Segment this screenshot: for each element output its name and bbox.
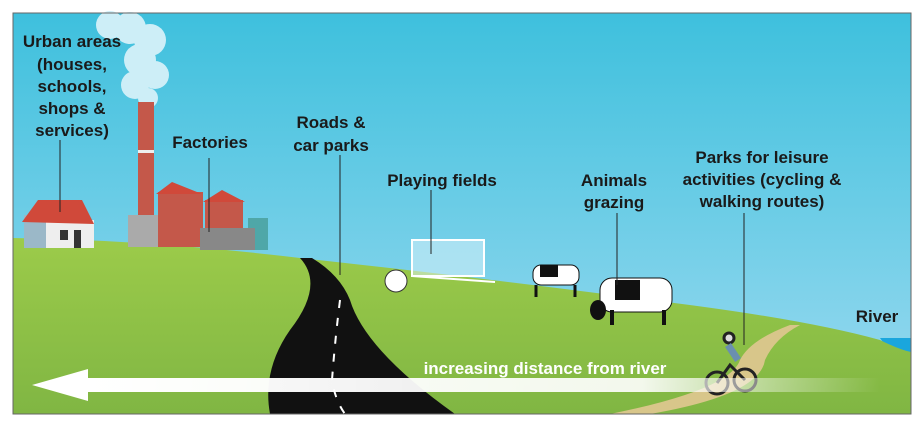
svg-text:(houses,: (houses, bbox=[37, 55, 107, 74]
road bbox=[268, 258, 455, 414]
label-playing-fields: Playing fields bbox=[387, 171, 497, 190]
label-urban-areas: Urban areas (houses, schools, shops & se… bbox=[23, 32, 121, 140]
frame bbox=[12, 12, 912, 415]
distance-arrow-shaft bbox=[88, 378, 880, 392]
road-markings bbox=[330, 299, 346, 415]
svg-text:schools,: schools, bbox=[38, 77, 107, 96]
label-roads: Roads & car parks bbox=[293, 113, 369, 155]
distance-arrow-head bbox=[32, 369, 88, 401]
cycle-path bbox=[610, 325, 800, 414]
svg-text:walking routes): walking routes) bbox=[699, 192, 825, 211]
svg-text:activities (cycling &: activities (cycling & bbox=[683, 170, 842, 189]
label-animals-grazing: Animals grazing bbox=[581, 171, 647, 212]
svg-text:Urban areas: Urban areas bbox=[23, 32, 121, 51]
house bbox=[22, 200, 94, 248]
svg-text:Roads &: Roads & bbox=[297, 113, 366, 132]
smoke bbox=[96, 11, 169, 108]
svg-text:services): services) bbox=[35, 121, 109, 140]
arrow-label: increasing distance from river bbox=[424, 359, 667, 378]
cow-large bbox=[590, 277, 673, 325]
cow-small bbox=[532, 264, 580, 297]
svg-text:Parks for leisure: Parks for leisure bbox=[695, 148, 828, 167]
football bbox=[384, 269, 408, 293]
svg-text:car parks: car parks bbox=[293, 136, 369, 155]
goal bbox=[411, 239, 496, 283]
label-parks: Parks for leisure activities (cycling & … bbox=[683, 148, 842, 211]
svg-text:grazing: grazing bbox=[584, 193, 644, 212]
svg-text:Animals: Animals bbox=[581, 171, 647, 190]
grassland bbox=[13, 238, 911, 414]
label-factories: Factories bbox=[172, 133, 248, 152]
factory bbox=[128, 102, 268, 250]
label-river: River bbox=[856, 307, 899, 326]
svg-text:shops &: shops & bbox=[38, 99, 105, 118]
